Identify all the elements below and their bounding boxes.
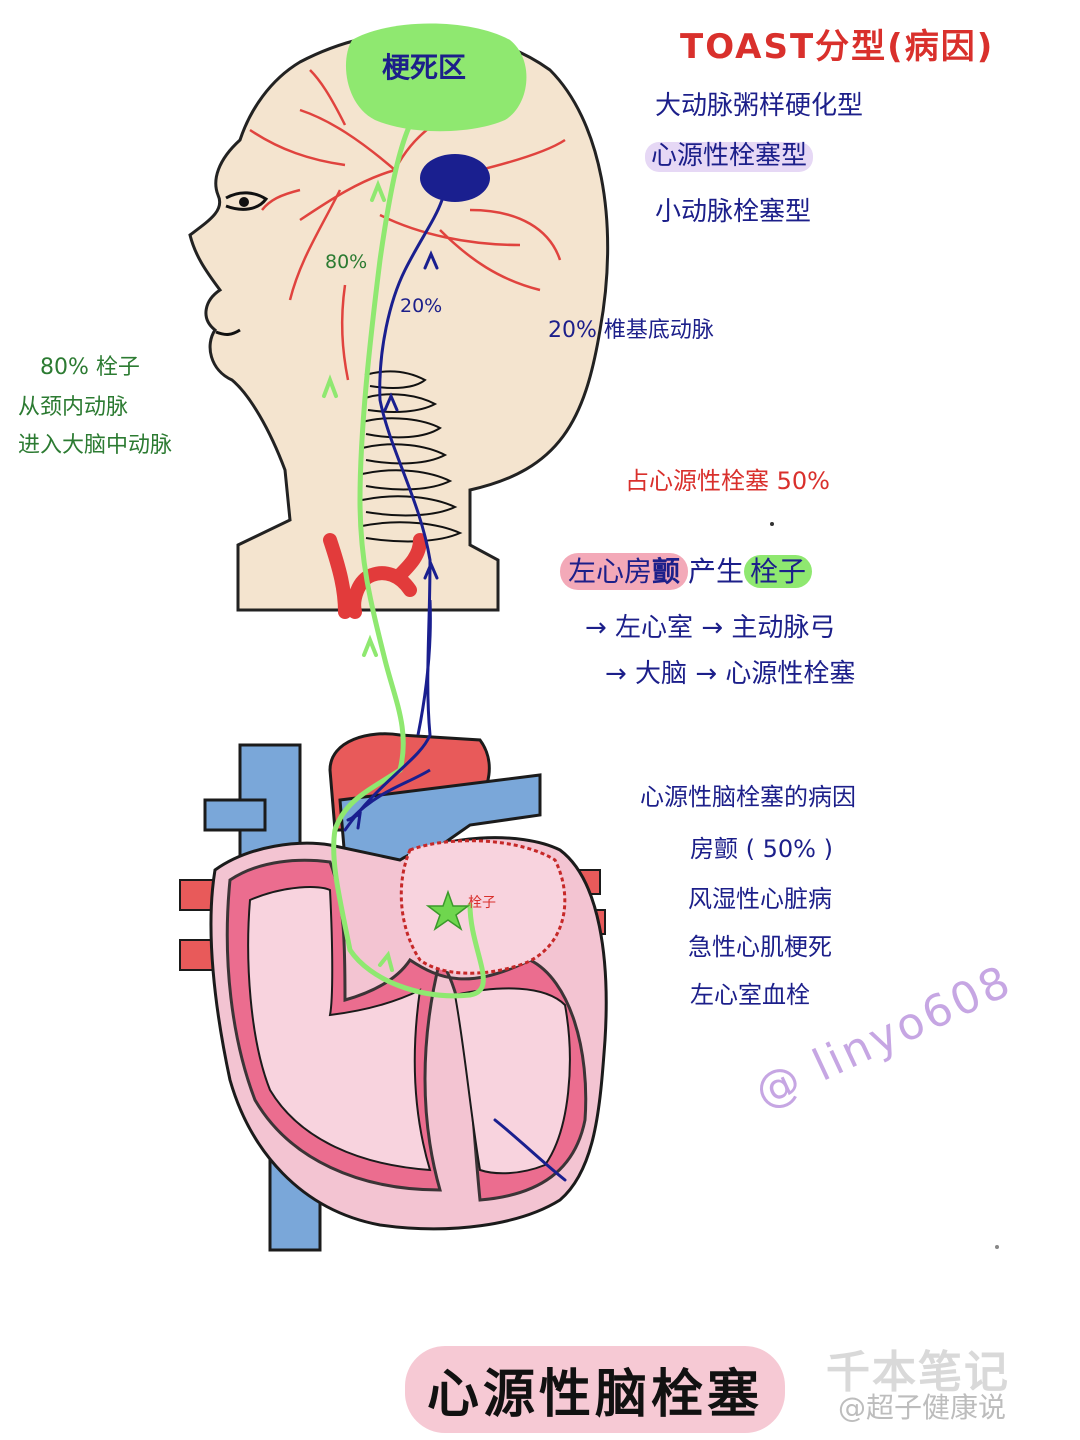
flow-line-1: → 左心室 → 主动脉弓 — [585, 613, 836, 643]
page-title: 心源性脑栓塞 — [427, 1365, 764, 1425]
af-text-pre: 左心房 — [568, 555, 653, 588]
head-outline — [188, 29, 610, 612]
carotid-flow-arrows — [322, 179, 394, 972]
toast-item-1: 大动脉粥样硬化型 — [655, 91, 864, 121]
eye-pupil — [239, 197, 249, 207]
vertebral-flow-arrows — [346, 250, 439, 830]
toast-item-2: 心源性栓塞型 — [645, 141, 814, 172]
pulmonary-vein-left — [203, 798, 267, 832]
embolus-star — [425, 889, 471, 931]
infarct-zone-label: 梗死区 — [382, 51, 467, 84]
infarct-zone — [345, 23, 527, 132]
af-embolus: 栓子 — [744, 555, 813, 588]
vertebral-note: 20% 椎基底动脉 — [548, 318, 714, 343]
embolus-path-carotid — [331, 112, 486, 999]
af-line: 左心房颤产生栓子 — [560, 553, 813, 590]
causes-heading: 心源性脑栓塞的病因 — [640, 783, 856, 811]
af-text-mid: 颤 — [652, 555, 681, 588]
vertebral-path-lower — [350, 599, 432, 820]
cause-item-3: 急性心肌梗死 — [688, 933, 832, 961]
vertebral-percent-label: 20% — [400, 295, 443, 317]
source-logo: 千本笔记 — [826, 1347, 1010, 1398]
mouth — [215, 328, 241, 336]
carotid-note-line-3: 进入大脑中动脉 — [18, 433, 173, 458]
toast-item-3: 小动脉栓塞型 — [655, 197, 812, 227]
eye — [225, 191, 269, 211]
left-atrium — [399, 839, 567, 975]
right-ventricle-cavity — [247, 886, 432, 1172]
flow-line-2: → 大脑 → 心源性栓塞 — [605, 659, 856, 689]
cause-item-4: 左心室血栓 — [690, 981, 810, 1009]
carotid-note-line-2: 从颈内动脉 — [18, 395, 129, 420]
toast-heading: TOAST分型(病因) — [680, 27, 995, 67]
af-text-post: 产生 — [688, 555, 745, 588]
source-account: @超子健康说 — [838, 1391, 1007, 1424]
dot-mark — [770, 522, 774, 526]
ischemic-spot — [420, 154, 490, 202]
dot-mark-2 — [995, 1245, 999, 1249]
af-highlight: 左心房颤 — [560, 553, 689, 590]
page-title-highlight: 心源性脑栓塞 — [405, 1346, 786, 1433]
embolus-label: 栓子 — [468, 895, 496, 911]
neck-artery-bifurcation — [323, 533, 427, 619]
cause-item-2: 风湿性心脏病 — [688, 885, 832, 913]
embolus-path-vertebral — [343, 198, 567, 1182]
carotid-percent-label: 80% — [325, 251, 368, 273]
cervical-spine — [361, 370, 463, 543]
share-note: 占心源性栓塞 50% — [625, 467, 830, 495]
cause-item-1: 房颤 ( 50% ) — [690, 835, 833, 863]
carotid-note-line-1: 80% 栓子 — [40, 355, 140, 380]
